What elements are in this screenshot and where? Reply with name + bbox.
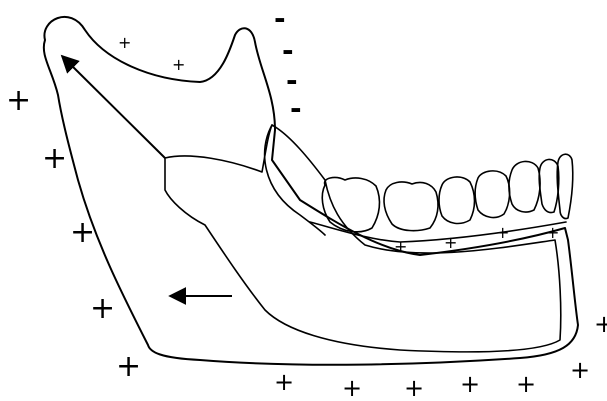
tooth-molar-1 — [322, 178, 379, 232]
positive-sign: + — [6, 83, 31, 118]
positive-sign: + — [444, 233, 457, 252]
tooth-premolar-1 — [439, 177, 475, 224]
tooth-canine — [509, 161, 540, 212]
positive-sign: + — [496, 223, 509, 242]
mandible-outline — [44, 17, 578, 365]
positive-sign: + — [546, 223, 559, 242]
positive-sign: + — [570, 356, 590, 384]
arrow-condyle — [62, 56, 165, 158]
negative-signs: - - - - — [274, 2, 302, 125]
positive-sign: + — [274, 368, 294, 396]
positive-sign: + — [460, 370, 480, 398]
tooth-incisor-1 — [539, 159, 559, 212]
positive-sign: + — [70, 215, 95, 250]
tooth-molar-2 — [384, 182, 438, 231]
positive-sign: + — [404, 374, 424, 401]
alveolar-line — [310, 222, 566, 242]
negative-sign: - — [274, 2, 286, 35]
positive-signs: + + + + + + + + + + + + + + + + + + — [6, 33, 607, 401]
positive-sign: + — [394, 237, 407, 256]
tooth-premolar-2 — [475, 171, 510, 218]
positive-sign: + — [342, 374, 362, 401]
positive-sign: + — [118, 33, 131, 52]
positive-sign: + — [516, 370, 536, 398]
positive-sign: + — [116, 349, 141, 384]
positive-sign: + — [42, 141, 67, 176]
positive-sign: + — [594, 310, 607, 338]
positive-sign: + — [90, 291, 115, 326]
negative-sign: - — [282, 34, 294, 67]
negative-sign: - — [290, 92, 302, 125]
positive-sign: + — [172, 55, 185, 74]
teeth-row — [322, 154, 573, 232]
